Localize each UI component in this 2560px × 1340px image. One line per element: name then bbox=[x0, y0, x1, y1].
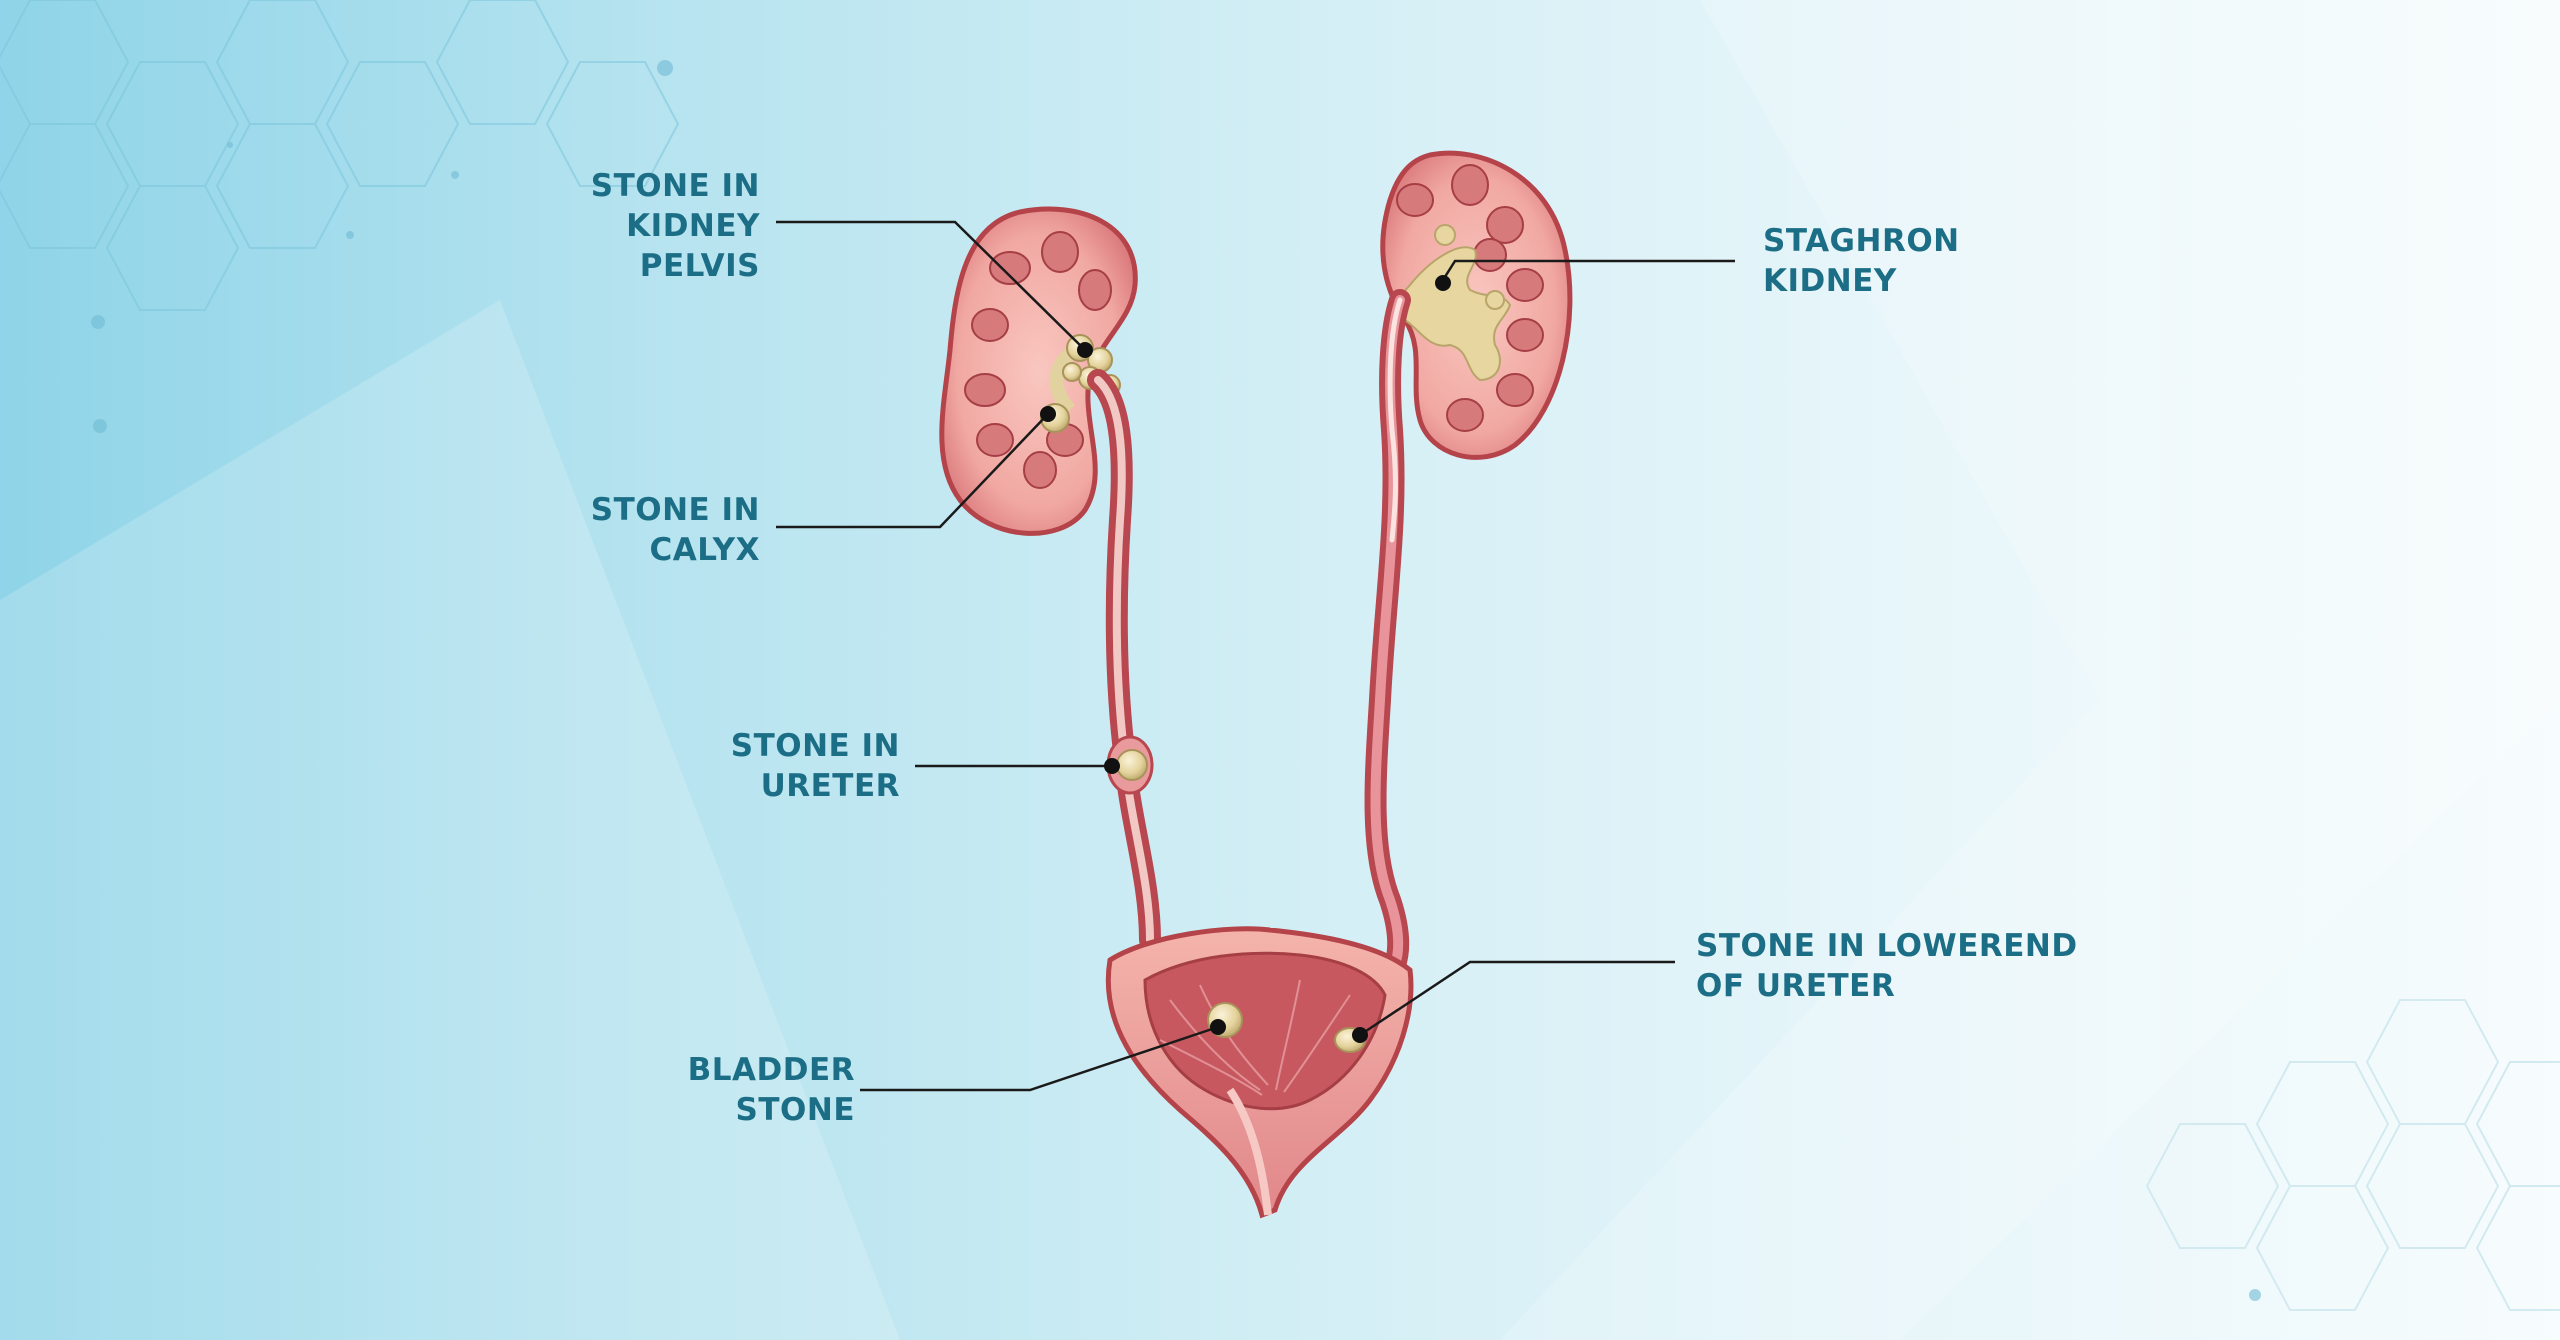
decorative-dots bbox=[91, 60, 2261, 1301]
leader-lower-ureter bbox=[1359, 960, 1675, 1037]
leader-endpoints bbox=[1040, 275, 1451, 1043]
leader-lines bbox=[776, 220, 1735, 1092]
bladder bbox=[1105, 926, 1414, 1219]
label-stone-in-lowerend-of-ureter: STONE IN LOWEREND OF URETER bbox=[1696, 928, 2078, 1004]
left-ureter bbox=[1087, 369, 1161, 951]
staghorn-stone bbox=[1398, 224, 1512, 382]
label-staghron-kidney: STAGHRON KIDNEY bbox=[1763, 223, 1960, 299]
leader-bladder-stone bbox=[860, 1025, 1219, 1092]
label-stone-in-calyx: STONE IN CALYX bbox=[590, 492, 760, 568]
hexagon-pattern-bottom-right bbox=[2145, 999, 2560, 1311]
leader-kidney-pelvis bbox=[776, 220, 1086, 351]
label-stone-in-kidney-pelvis: STONE IN KIDNEY PELVIS bbox=[590, 168, 760, 284]
ureter-stone bbox=[1116, 749, 1148, 781]
label-bladder-stone: BLADDER STONE bbox=[687, 1052, 855, 1128]
right-ureter bbox=[1364, 289, 1411, 976]
leader-calyx bbox=[776, 413, 1049, 529]
label-stone-in-ureter: STONE IN URETER bbox=[730, 728, 900, 804]
leader-staghron-kidney bbox=[1441, 259, 1735, 281]
hexagon-pattern-top-left bbox=[0, 0, 680, 311]
right-kidney bbox=[1380, 150, 1573, 460]
